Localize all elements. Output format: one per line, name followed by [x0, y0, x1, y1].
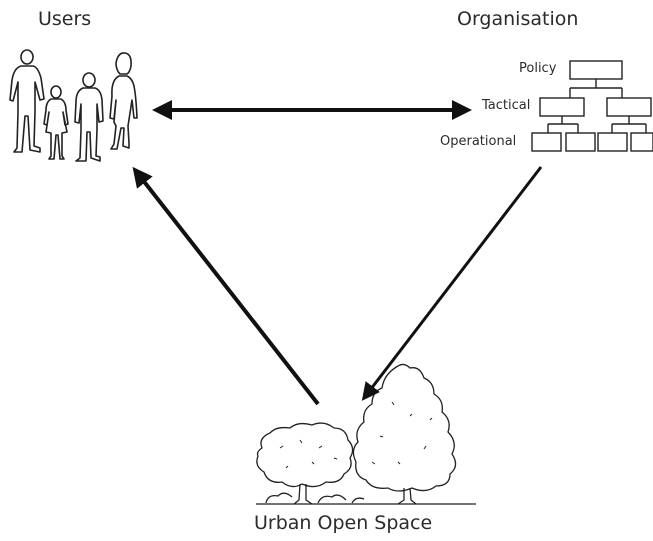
org-box-tactical-right: [606, 97, 652, 117]
org-level-policy: Policy: [519, 61, 557, 76]
person-man-icon: [9, 49, 45, 153]
org-box-operational-4: [630, 132, 653, 152]
org-level-operational: Operational: [440, 134, 517, 149]
org-box-operational-2: [565, 132, 596, 152]
urban-open-space-title: Urban Open Space: [254, 512, 433, 534]
people-silhouettes-icon: [9, 49, 138, 162]
org-box-tactical-left: [539, 97, 585, 117]
tree-broadleaf-icon: [256, 422, 354, 505]
person-woman-icon: [109, 52, 138, 150]
arrow-organisation-space: [361, 166, 543, 401]
person-child-boy-icon: [74, 72, 104, 162]
org-box-operational-3: [597, 132, 628, 152]
org-level-tactical: Tactical: [482, 98, 531, 113]
arrow-space-users: [132, 166, 320, 406]
org-box-operational-1: [531, 132, 562, 152]
person-child-girl-icon: [43, 85, 69, 160]
tree-tall-icon: [352, 363, 457, 505]
trees-icon: [256, 363, 476, 505]
shrubs-icon: [265, 492, 365, 504]
org-chart-icon: [531, 60, 653, 152]
org-box-policy: [569, 60, 623, 80]
organisation-title: Organisation: [457, 8, 579, 30]
users-title: Users: [38, 8, 92, 30]
